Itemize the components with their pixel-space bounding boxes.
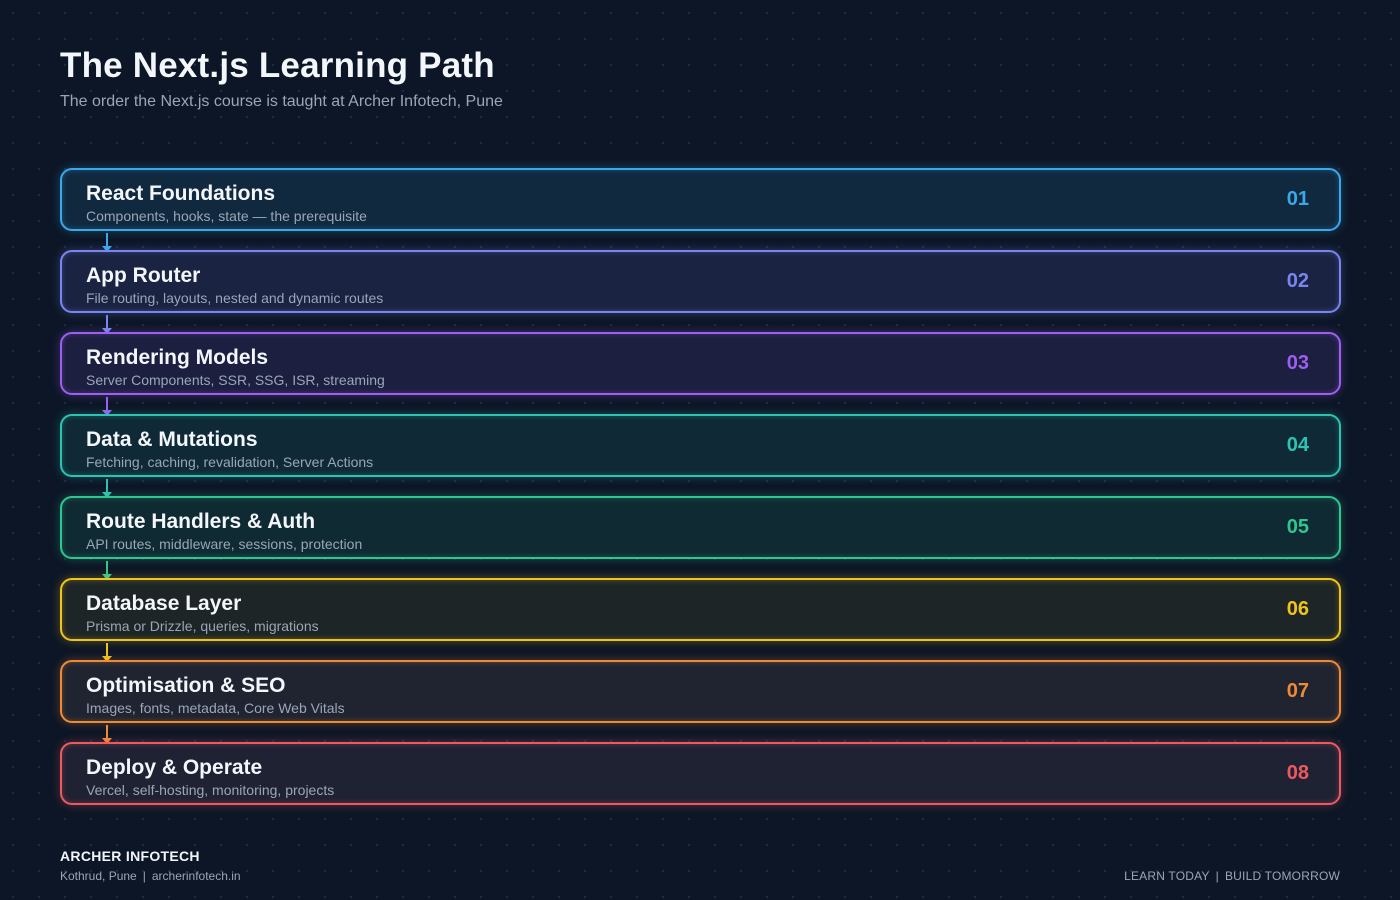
arrow-down-icon: [102, 643, 112, 662]
step-optimisation-seo: Optimisation & SEO Images, fonts, metada…: [60, 660, 1341, 744]
step-title: Optimisation & SEO: [86, 674, 286, 697]
step-react-foundations: React Foundations Components, hooks, sta…: [60, 168, 1341, 252]
step-database-layer: Database Layer Prisma or Drizzle, querie…: [60, 578, 1341, 662]
footer-separator: |: [1215, 869, 1219, 883]
arrow-down-icon: [102, 561, 112, 580]
footer-separator: |: [142, 869, 146, 883]
step-number: 04: [1286, 434, 1309, 456]
footer-website: archerinfotech.in: [151, 869, 241, 883]
footer-location-text: Kothrud, Pune: [60, 869, 137, 883]
step-app-router: App Router File routing, layouts, nested…: [60, 250, 1341, 334]
step-number: 07: [1286, 680, 1309, 702]
step-number: 03: [1286, 352, 1309, 374]
footer-tagline: LEARN TODAY | BUILD TOMORROW: [1124, 869, 1340, 883]
step-description: Components, hooks, state — the prerequis…: [86, 208, 367, 224]
step-number: 05: [1286, 516, 1309, 538]
arrow-down-icon: [102, 315, 112, 334]
step-description: Fetching, caching, revalidation, Server …: [86, 454, 374, 470]
step-title: Rendering Models: [86, 346, 269, 369]
step-number: 01: [1286, 188, 1309, 210]
step-number: 06: [1286, 598, 1309, 620]
step-title: Data & Mutations: [86, 428, 258, 451]
step-title: React Foundations: [86, 182, 276, 205]
step-title: App Router: [86, 264, 201, 287]
footer-location: Kothrud, Pune | archerinfotech.in: [60, 869, 241, 883]
step-number: 08: [1286, 762, 1309, 784]
step-description: Vercel, self-hosting, monitoring, projec…: [86, 782, 335, 798]
step-number: 02: [1286, 270, 1309, 292]
footer-tagline-right: BUILD TOMORROW: [1224, 869, 1340, 883]
step-route-handlers-auth: Route Handlers & Auth API routes, middle…: [60, 496, 1341, 580]
footer-tagline-left: LEARN TODAY: [1124, 869, 1210, 883]
page-title: The Next.js Learning Path: [60, 46, 495, 85]
arrow-down-icon: [102, 725, 112, 744]
arrow-down-icon: [102, 479, 112, 498]
step-description: Server Components, SSR, SSG, ISR, stream…: [86, 372, 385, 388]
step-description: Images, fonts, metadata, Core Web Vitals: [86, 700, 345, 716]
step-description: Prisma or Drizzle, queries, migrations: [86, 618, 319, 634]
arrow-down-icon: [102, 397, 112, 416]
step-data-mutations: Data & Mutations Fetching, caching, reva…: [60, 414, 1341, 498]
step-title: Database Layer: [86, 592, 242, 615]
step-title: Deploy & Operate: [86, 756, 263, 779]
step-title: Route Handlers & Auth: [86, 510, 316, 533]
arrow-down-icon: [102, 233, 112, 252]
step-rendering-models: Rendering Models Server Components, SSR,…: [60, 332, 1341, 416]
learning-path-steps: React Foundations Components, hooks, sta…: [60, 168, 1341, 805]
step-description: API routes, middleware, sessions, protec…: [86, 536, 363, 552]
step-deploy-operate: Deploy & Operate Vercel, self-hosting, m…: [60, 742, 1341, 805]
footer-brand: ARCHER INFOTECH: [60, 848, 200, 864]
page-subtitle: The order the Next.js course is taught a…: [60, 93, 503, 110]
step-description: File routing, layouts, nested and dynami…: [86, 290, 384, 306]
